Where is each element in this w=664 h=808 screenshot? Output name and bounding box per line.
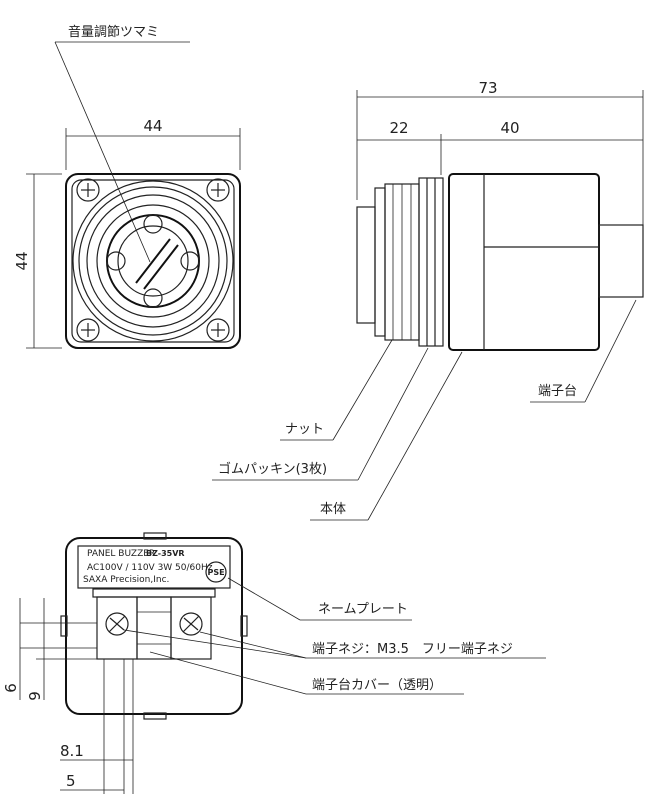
screw-bottom-left-icon bbox=[76, 318, 100, 342]
label-volume-knob: 音量調節ツマミ bbox=[68, 24, 159, 40]
label-rubber-packing: ゴムパッキン(3枚) bbox=[218, 461, 327, 477]
terminal-screw-left-icon bbox=[105, 612, 129, 636]
label-body: 本体 bbox=[320, 502, 346, 517]
name-plate: PANEL BUZZER BZ-35VR AC100V / 110V 3W 50… bbox=[77, 545, 231, 589]
dim-front-width: 44 bbox=[143, 117, 162, 135]
label-name-plate: ネームプレート bbox=[318, 602, 408, 617]
plate-rating: AC100V / 110V 3W 50/60Hz bbox=[87, 563, 213, 573]
label-terminal-cover: 端子台カバー（透明） bbox=[312, 678, 442, 693]
dim-front-depth: 22 bbox=[389, 119, 408, 137]
label-terminal-screw: 端子ネジ：M3.5 フリー端子ネジ bbox=[312, 642, 513, 657]
screw-top-left-icon bbox=[76, 178, 100, 202]
plate-mark: PSE bbox=[207, 568, 224, 577]
dim-front-height: 44 bbox=[13, 251, 31, 270]
dim-6: 6 bbox=[2, 683, 20, 693]
label-nut: ナット bbox=[285, 422, 324, 437]
dim-5: 5 bbox=[66, 772, 76, 790]
dim-8-1: 8.1 bbox=[60, 742, 84, 760]
side-view: 73 22 40 端子台 ナット ゴムパッキン(3枚) 本体 bbox=[212, 79, 644, 521]
front-view: 44 44 音量調節ツマミ bbox=[13, 24, 241, 349]
dim-body-length: 40 bbox=[500, 119, 519, 137]
plate-product: PANEL BUZZER bbox=[87, 549, 155, 559]
knob-slot-icon bbox=[135, 238, 179, 290]
back-view: PANEL BUZZER BZ-35VR AC100V / 110V 3W 50… bbox=[2, 532, 546, 794]
screw-top-right-icon bbox=[206, 178, 230, 202]
dim-total-length: 73 bbox=[478, 79, 497, 97]
screw-bottom-right-icon bbox=[206, 318, 230, 342]
terminal-screw-right-icon bbox=[179, 612, 203, 636]
plate-maker: SAXA Precision,Inc. bbox=[83, 575, 169, 585]
dim-9: 9 bbox=[26, 691, 44, 701]
pse-mark-icon: PSE bbox=[205, 561, 227, 583]
plate-model: BZ-35VR bbox=[146, 549, 185, 558]
label-terminal-block: 端子台 bbox=[538, 384, 577, 399]
